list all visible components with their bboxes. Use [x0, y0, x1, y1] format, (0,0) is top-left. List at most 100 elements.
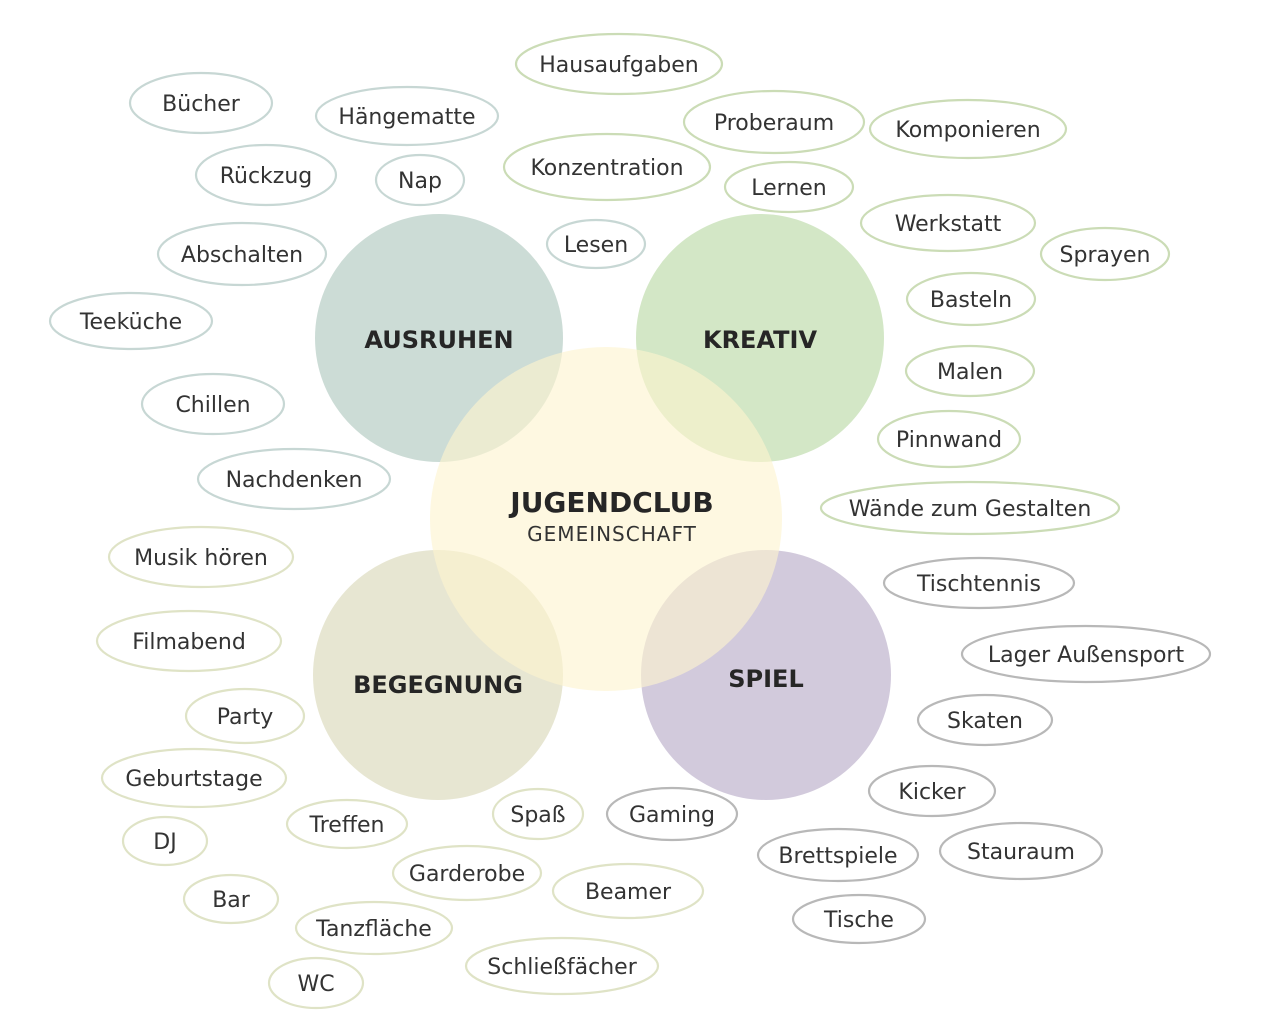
center-hub: JUGENDCLUB GEMEINSCHAFT: [430, 347, 782, 691]
tag-label: Nachdenken: [226, 468, 363, 493]
tag-outline: [194, 143, 338, 207]
tag-outline: [514, 32, 724, 96]
tag-ausruhen: Bücher: [128, 71, 274, 135]
tag-label: Lesen: [564, 233, 628, 258]
tag-outline: [904, 344, 1036, 398]
tag-outline: [938, 821, 1104, 881]
tag-begegnung: Party: [184, 687, 306, 745]
tag-spiel: Lager Außensport: [960, 624, 1212, 684]
tag-label: Party: [217, 705, 273, 730]
tag-label: Abschalten: [181, 243, 303, 268]
tag-spiel: Stauraum: [938, 821, 1104, 881]
tag-begegnung: Musik hören: [107, 525, 295, 589]
tag-outline: [502, 132, 712, 202]
tag-label: Tanzfläche: [315, 917, 432, 942]
tag-ausruhen: Rückzug: [194, 143, 338, 207]
label-begegnung: BEGEGNUNG: [353, 671, 523, 699]
tag-label: Tischtennis: [916, 572, 1041, 597]
tag-outline: [128, 71, 274, 135]
tag-label: Pinnwand: [896, 428, 1002, 453]
tag-kreativ: Proberaum: [682, 89, 866, 155]
tag-spiel: Kicker: [867, 764, 997, 818]
tag-outline: [791, 893, 927, 945]
tag-outline: [551, 862, 705, 920]
tag-kreativ: Komponieren: [868, 98, 1068, 160]
tag-label: Schließfächer: [487, 955, 637, 980]
tag-outline: [905, 271, 1037, 327]
tag-label: Garderobe: [409, 862, 525, 887]
tag-ausruhen: Nap: [374, 153, 466, 207]
tag-begegnung: Spaß: [491, 787, 585, 841]
tag-ausruhen: Nachdenken: [196, 447, 392, 511]
tag-begegnung: Geburtstage: [100, 747, 288, 809]
tag-label: Teeküche: [79, 310, 182, 335]
tag-outline: [196, 447, 392, 511]
tag-label: Komponieren: [895, 118, 1040, 143]
tag-begegnung: DJ: [121, 815, 209, 867]
center-title: JUGENDCLUB: [508, 486, 713, 519]
tag-label: Skaten: [947, 709, 1023, 734]
tag-kreativ: Pinnwand: [876, 409, 1022, 469]
tag-outline: [48, 291, 214, 351]
tag-label: Kicker: [898, 780, 966, 805]
tag-kreativ: Sprayen: [1039, 226, 1171, 282]
tag-label: Treffen: [309, 813, 385, 838]
tag-spiel: Tische: [791, 893, 927, 945]
tag-kreativ: Wände zum Gestalten: [819, 480, 1121, 536]
tag-outline: [1039, 226, 1171, 282]
tag-label: Spaß: [510, 803, 565, 828]
tag-outline: [464, 936, 660, 996]
tag-begegnung: Garderobe: [391, 844, 543, 902]
tag-outline: [605, 786, 739, 842]
tag-begegnung: Bar: [182, 873, 280, 925]
label-spiel: SPIEL: [728, 665, 804, 693]
tag-outline: [491, 787, 585, 841]
tag-label: Wände zum Gestalten: [849, 497, 1092, 522]
tag-label: Hängematte: [338, 105, 475, 130]
tag-outline: [314, 85, 500, 147]
tag-ausruhen: Chillen: [140, 372, 286, 436]
label-ausruhen: AUSRUHEN: [364, 326, 513, 354]
tag-outline: [391, 844, 543, 902]
tag-begegnung: Beamer: [551, 862, 705, 920]
tag-label: Rückzug: [220, 164, 313, 189]
tag-kreativ: Malen: [904, 344, 1036, 398]
tag-outline: [285, 798, 409, 850]
tag-label: WC: [297, 972, 334, 997]
tag-begegnung: Schließfächer: [464, 936, 660, 996]
tag-kreativ: Konzentration: [502, 132, 712, 202]
tag-spiel: Gaming: [605, 786, 739, 842]
tag-begegnung: Filmabend: [95, 609, 283, 673]
tag-outline: [95, 609, 283, 673]
tag-label: Tische: [823, 908, 894, 933]
tag-outline: [184, 687, 306, 745]
tag-outline: [960, 624, 1212, 684]
tag-label: Konzentration: [530, 156, 683, 181]
tag-begegnung: Tanzfläche: [294, 900, 454, 956]
tag-ausruhen: Hängematte: [314, 85, 500, 147]
tag-kreativ: Basteln: [905, 271, 1037, 327]
tag-outline: [182, 873, 280, 925]
tag-label: Gaming: [629, 803, 715, 828]
tag-spiel: Tischtennis: [882, 556, 1076, 610]
tag-spiel: Skaten: [916, 693, 1054, 747]
tag-outline: [859, 193, 1037, 253]
center-circle: [430, 347, 782, 691]
tag-outline: [156, 221, 328, 287]
tag-outline: [916, 693, 1054, 747]
tag-outline: [267, 956, 365, 1010]
tag-outline: [294, 900, 454, 956]
tag-kreativ: Werkstatt: [859, 193, 1037, 253]
tag-outline: [545, 218, 647, 270]
tag-label: Malen: [937, 360, 1003, 385]
tag-ausruhen: Lesen: [545, 218, 647, 270]
label-kreativ: KREATIV: [703, 326, 817, 354]
tag-outline: [374, 153, 466, 207]
tag-outline: [100, 747, 288, 809]
tag-label: Werkstatt: [895, 212, 1002, 237]
tag-label: Hausaufgaben: [539, 53, 699, 78]
tag-label: Filmabend: [132, 630, 246, 655]
tag-label: Lager Außensport: [988, 643, 1185, 668]
